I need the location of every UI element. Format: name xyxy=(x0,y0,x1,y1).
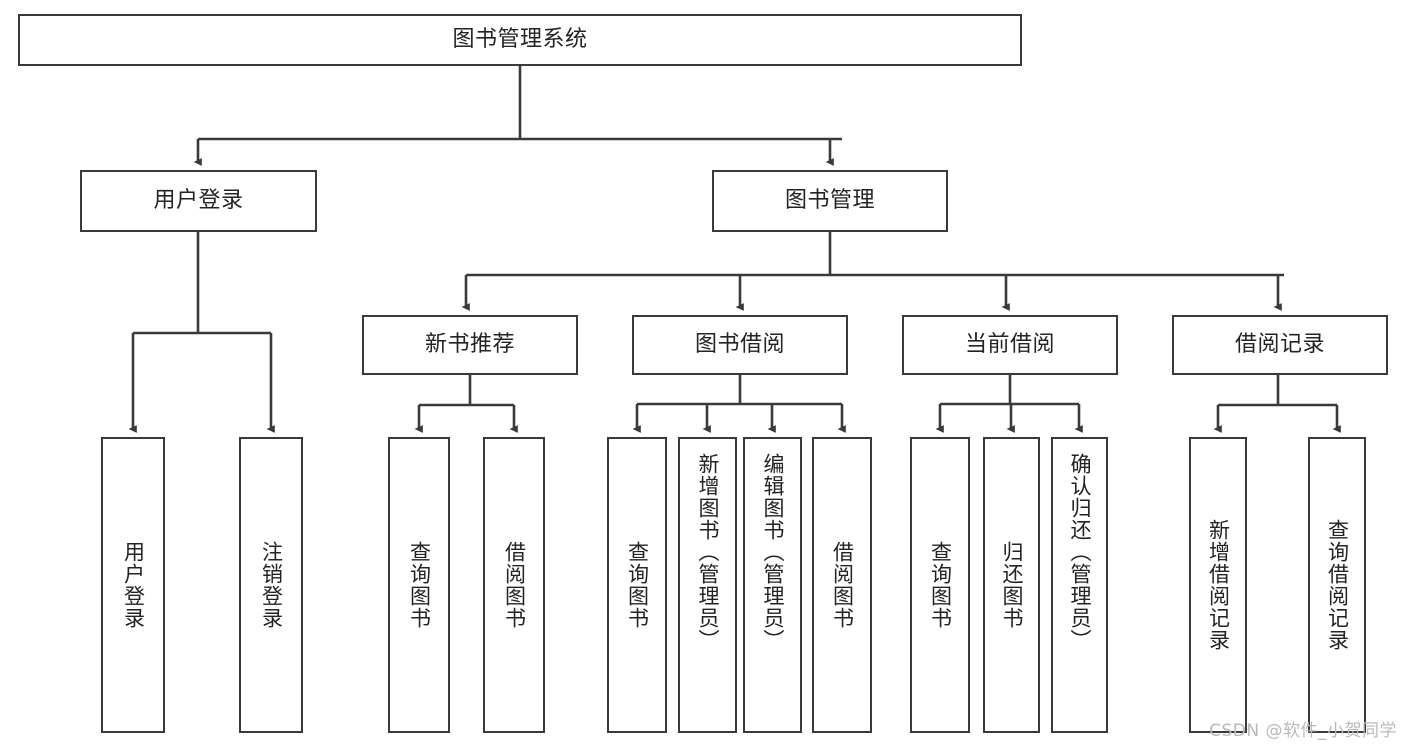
leaf-node-query-books-bb[interactable]: 查询图书 xyxy=(607,437,667,733)
node-user-login[interactable]: 用户登录 xyxy=(80,170,317,232)
node-label: 注销登录 xyxy=(259,541,284,629)
node-label: 查询图书 xyxy=(928,541,953,629)
leaf-node-add-book-admin[interactable]: 新增图书（管理员） xyxy=(678,437,737,733)
node-label: 新增图书（管理员） xyxy=(695,453,720,651)
node-label: 用户登录 xyxy=(121,541,146,629)
node-label: 新书推荐 xyxy=(424,332,515,358)
leaf-node-query-books-cb[interactable]: 查询图书 xyxy=(910,437,970,733)
leaf-node-borrow-books-bb[interactable]: 借阅图书 xyxy=(812,437,872,733)
leaf-node-confirm-return-admin[interactable]: 确认归还（管理员） xyxy=(1051,437,1108,733)
leaf-node-query-borrow-record[interactable]: 查询借阅记录 xyxy=(1308,437,1366,733)
node-label: 图书借阅 xyxy=(694,332,785,358)
node-label: 图书管理 xyxy=(784,188,875,214)
leaf-node-borrow-books-nbr[interactable]: 借阅图书 xyxy=(483,437,545,733)
leaf-node-logout[interactable]: 注销登录 xyxy=(239,437,303,733)
node-label: 查询图书 xyxy=(625,541,650,629)
node-label: 图书管理系统 xyxy=(452,27,588,53)
node-new-book-recommendation[interactable]: 新书推荐 xyxy=(362,315,578,375)
node-label: 编辑图书（管理员） xyxy=(760,453,785,651)
node-label: 借阅记录 xyxy=(1234,332,1325,358)
node-label: 当前借阅 xyxy=(964,332,1055,358)
node-book-management[interactable]: 图书管理 xyxy=(712,170,948,232)
node-borrowing-record[interactable]: 借阅记录 xyxy=(1172,315,1388,375)
node-label: 归还图书 xyxy=(999,541,1024,629)
node-current-borrowing[interactable]: 当前借阅 xyxy=(902,315,1118,375)
leaf-node-user-login[interactable]: 用户登录 xyxy=(101,437,165,733)
leaf-node-query-books-nbr[interactable]: 查询图书 xyxy=(388,437,450,733)
node-label: 确认归还（管理员） xyxy=(1067,453,1092,651)
node-label: 查询图书 xyxy=(407,541,432,629)
node-label: 用户登录 xyxy=(153,188,244,214)
node-label: 借阅图书 xyxy=(830,541,855,629)
node-book-borrowing[interactable]: 图书借阅 xyxy=(632,315,848,375)
leaf-node-return-books[interactable]: 归还图书 xyxy=(983,437,1040,733)
node-label: 新增借阅记录 xyxy=(1206,519,1231,651)
leaf-node-add-borrow-record[interactable]: 新增借阅记录 xyxy=(1189,437,1247,733)
node-label: 借阅图书 xyxy=(502,541,527,629)
leaf-node-edit-book-admin[interactable]: 编辑图书（管理员） xyxy=(743,437,802,733)
node-label: 查询借阅记录 xyxy=(1325,519,1350,651)
node-root-book-management-system[interactable]: 图书管理系统 xyxy=(18,14,1022,66)
